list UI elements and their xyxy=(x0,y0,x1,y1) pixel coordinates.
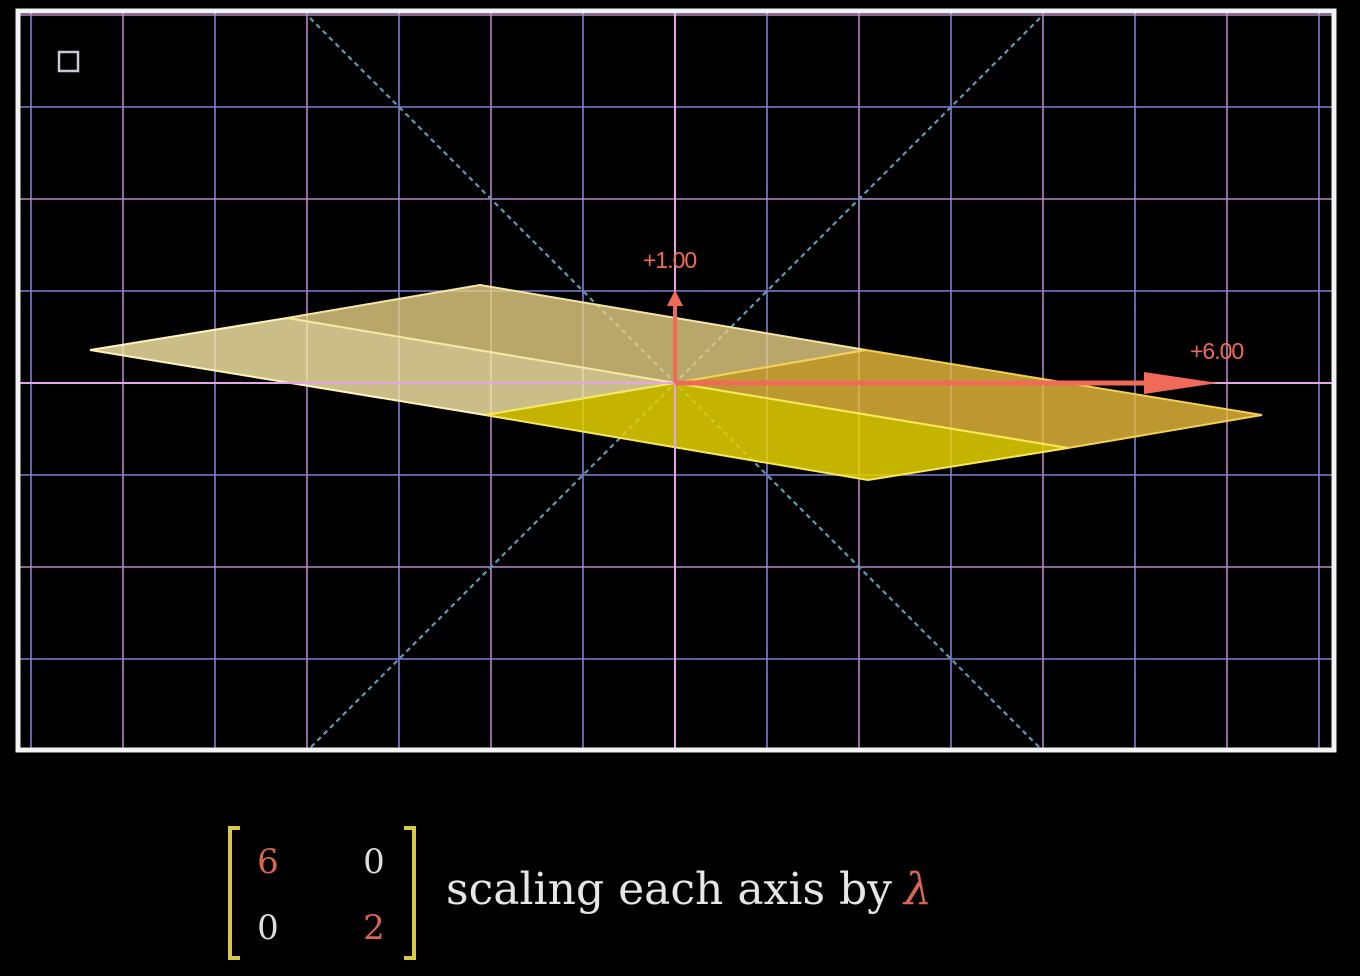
square-outline-icon xyxy=(57,50,80,73)
viewport-frame xyxy=(15,8,1337,753)
matrix-entry-r1c2: 0 xyxy=(363,842,385,882)
matrix-left-bracket xyxy=(228,826,240,960)
matrix-entry-r1c1: 6 xyxy=(257,842,279,882)
region-lower-yellow xyxy=(484,381,1069,482)
i-hat-value-label: +6.00 xyxy=(1190,338,1243,364)
lambda-symbol: λ xyxy=(904,864,932,915)
matrix-entry-r2c1: 0 xyxy=(257,908,279,948)
scaling-matrix: 6 0 0 2 xyxy=(224,826,420,962)
caption-phrase: scaling each axis by xyxy=(446,864,893,915)
i-hat-arrowhead xyxy=(1144,372,1218,394)
j-hat-arrowhead xyxy=(667,290,683,306)
matrix-entry-r2c2: 2 xyxy=(363,908,385,948)
j-hat-value-label: +1.00 xyxy=(643,247,696,273)
plane-viewport: +6.00 +1.00 xyxy=(20,13,1332,748)
matrix-right-bracket xyxy=(404,826,416,960)
basis-vector-j-hat xyxy=(667,290,683,383)
basis-vector-i-hat xyxy=(675,372,1218,394)
